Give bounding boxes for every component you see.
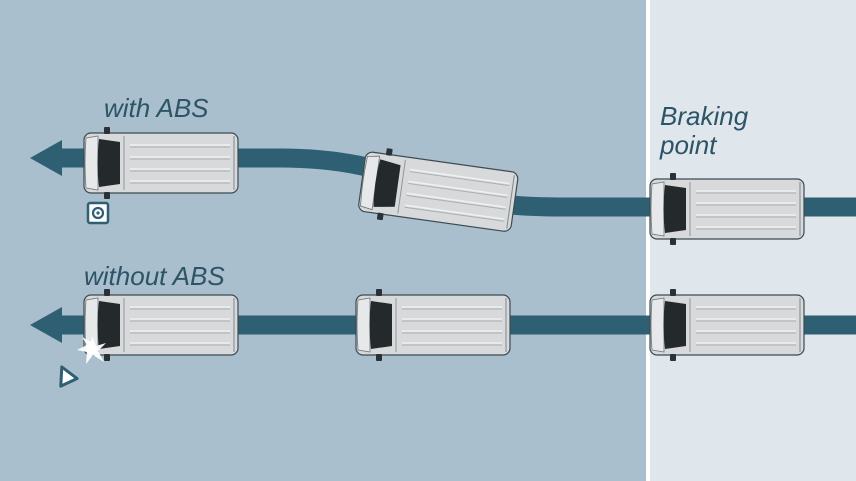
label-with-abs: with ABS	[104, 93, 209, 123]
van-with-abs-front	[83, 126, 239, 200]
braking-zone	[650, 0, 856, 481]
approach-zone	[0, 0, 646, 481]
label-braking-point-line2: point	[660, 130, 717, 160]
van-without-abs-braking	[649, 288, 805, 362]
braking-point-line	[646, 0, 650, 481]
van-without-abs-front	[83, 288, 239, 362]
warning-triangle-icon	[59, 365, 79, 388]
collision-spark-icon	[77, 336, 106, 364]
label-braking-point-line1: Braking	[660, 101, 749, 131]
label-without-abs: without ABS	[84, 261, 225, 291]
arrow-head-without-abs	[30, 307, 62, 343]
van-with-abs-braking	[649, 172, 805, 246]
abs-warning-light-icon	[86, 201, 110, 225]
arrow-head-with-abs	[30, 140, 62, 176]
van-without-abs-middle	[355, 288, 511, 362]
